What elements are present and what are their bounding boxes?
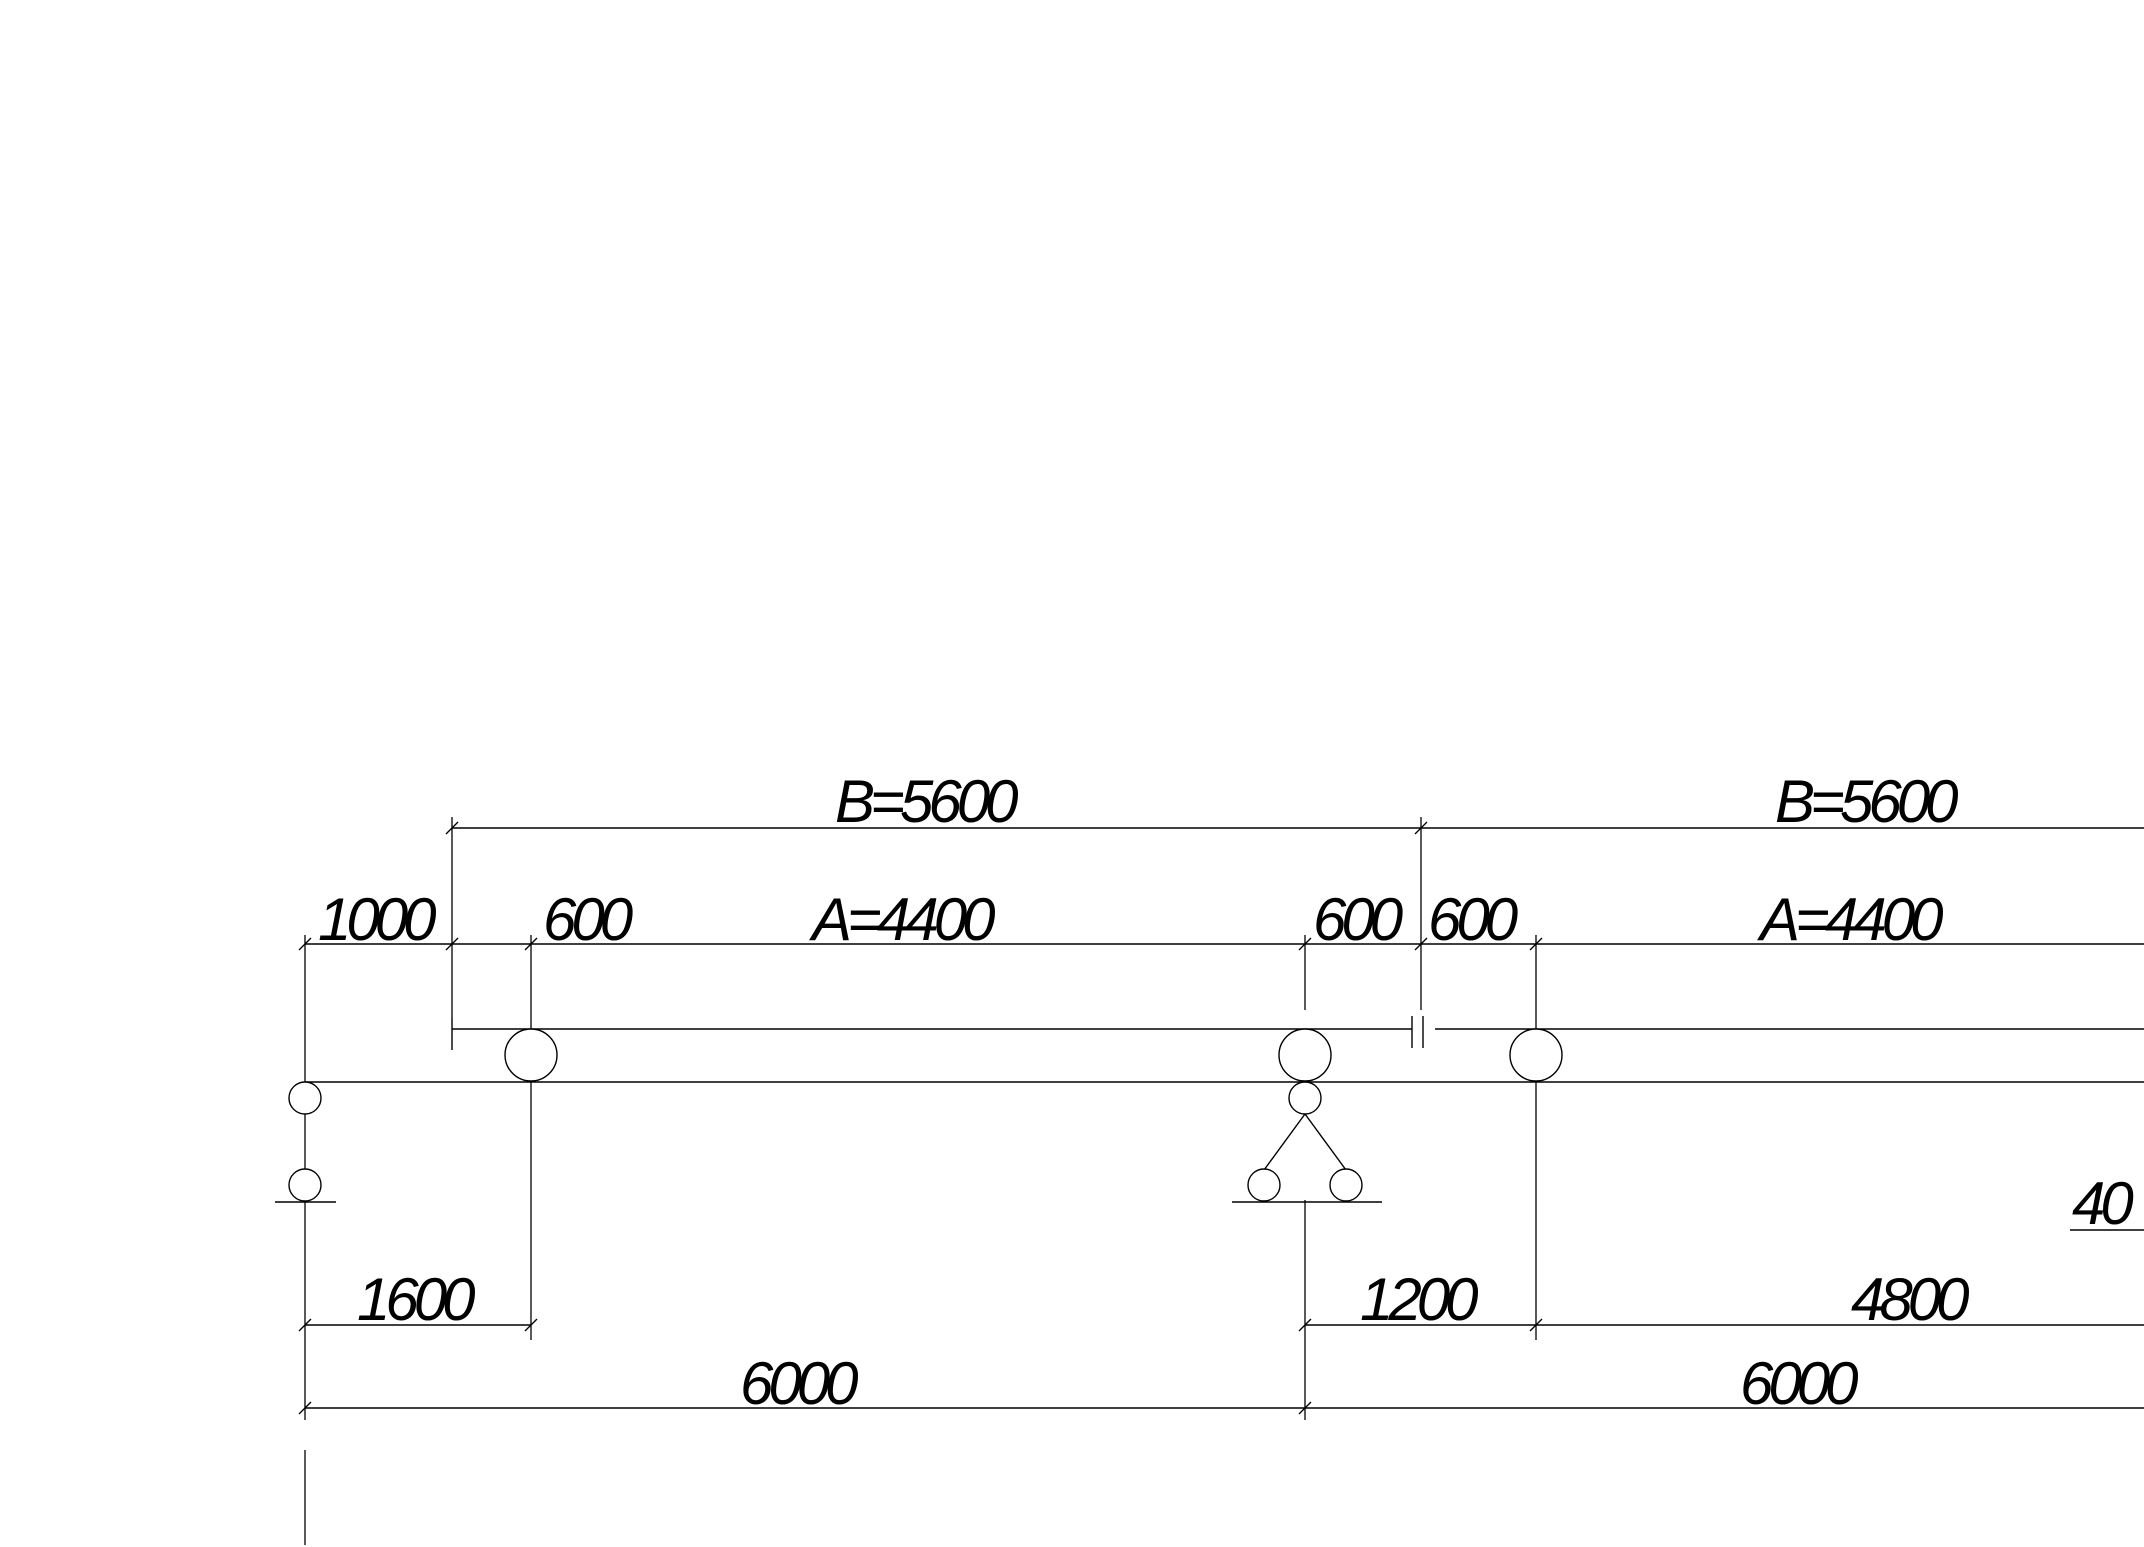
crane-wheel-3	[1509, 1028, 1563, 1082]
tick-mark	[1529, 937, 1543, 951]
dim-label-1000: 1000	[318, 886, 436, 953]
dim-label-6000-right: 6000	[1740, 1350, 1858, 1417]
dim-label-1600: 1600	[357, 1266, 475, 1333]
hinge-symbol	[1411, 1016, 1424, 1048]
tick-mark	[1529, 1318, 1543, 1332]
dim-label-a-left: A=4400	[809, 886, 995, 953]
crane-wheel-2	[1278, 1028, 1332, 1082]
tick-mark	[445, 937, 459, 951]
crane-wheel-1	[504, 1028, 558, 1082]
dim-label-b-left: B=5600	[835, 768, 1018, 835]
dim-label-1200: 1200	[1360, 1266, 1478, 1333]
tick-mark	[298, 1401, 312, 1415]
tick-mark	[524, 937, 538, 951]
dim-label-b-right: B=5600	[1775, 768, 1958, 835]
tick-mark	[445, 821, 459, 835]
dim-label-a-right: A=4400	[1757, 886, 1943, 953]
tick-mark	[1298, 1401, 1312, 1415]
dim-label-4800: 4800	[1851, 1266, 1969, 1333]
left-support	[275, 1081, 336, 1203]
middle-support	[1232, 1081, 1382, 1203]
tick-mark	[1298, 1318, 1312, 1332]
tick-mark	[1414, 821, 1428, 835]
dim-label-600-left: 600	[543, 886, 633, 953]
dim-label-6000-left: 6000	[740, 1350, 858, 1417]
dim-label-40-partial: 40	[2072, 1170, 2133, 1237]
dim-label-600-mid: 600	[1313, 886, 1403, 953]
tick-mark	[524, 1318, 538, 1332]
dim-label-600-right: 600	[1428, 886, 1518, 953]
tick-mark	[298, 1318, 312, 1332]
tick-mark	[1414, 937, 1428, 951]
tick-mark	[298, 937, 312, 951]
tick-mark	[1298, 937, 1312, 951]
